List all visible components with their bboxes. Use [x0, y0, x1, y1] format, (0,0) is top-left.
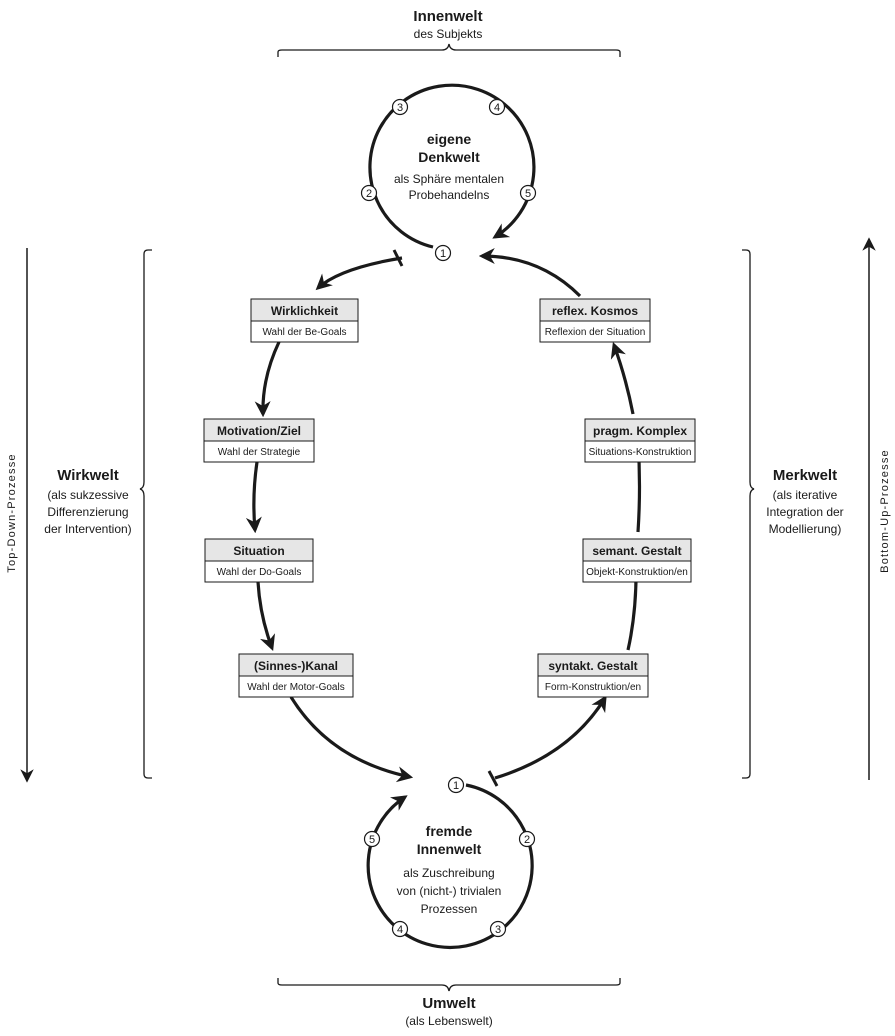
left-desc-1: (als sukzessive	[47, 488, 129, 502]
left-title: Wirkwelt	[57, 467, 119, 484]
box-sinnes-kanal-sub: Wahl der Motor-Goals	[247, 682, 344, 693]
arrow-top-to-wirklichkeit-tail	[392, 249, 404, 267]
box-reflex-kosmos-sub: Reflexion der Situation	[545, 327, 646, 338]
bottom-marker-1-label: 1	[453, 780, 459, 792]
arrow-pragm-to-reflex	[610, 341, 635, 415]
left-brace	[139, 249, 152, 779]
bottom-marker-2-label: 2	[524, 834, 530, 846]
right-desc-2: Integration der	[766, 505, 843, 519]
box-sinnes-kanal: (Sinnes-)Kanal Wahl der Motor-Goals	[238, 653, 354, 698]
box-syntakt-gestalt-sub: Form-Konstruktion/en	[545, 682, 641, 693]
box-semant-gestalt: semant. Gestalt Objekt-Konstruktion/en	[582, 538, 692, 583]
box-reflex-kosmos-title: reflex. Kosmos	[552, 304, 638, 318]
left-desc-3: der Intervention)	[44, 522, 131, 536]
box-reflex-kosmos: reflex. Kosmos Reflexion der Situation	[539, 298, 651, 343]
bottom-marker-5-label: 5	[369, 834, 375, 846]
bottom-circle-sub-2: von (nicht-) trivialen	[397, 884, 502, 898]
bottom-up-axis-label: Bottom-Up-Prozesse	[879, 449, 891, 573]
bottom-marker-5	[363, 830, 381, 848]
top-circle-sub-1: als Sphäre mentalen	[394, 172, 504, 186]
box-sinnes-kanal-title: (Sinnes-)Kanal	[254, 659, 338, 673]
bottom-brace	[277, 978, 621, 992]
bottom-marker-3-label: 3	[495, 924, 501, 936]
arrow-bottom-to-syntakt	[494, 695, 607, 780]
arrow-reflex-to-top	[478, 248, 582, 298]
box-semant-gestalt-sub: Objekt-Konstruktion/en	[586, 567, 688, 578]
box-syntakt-gestalt-title: syntakt. Gestalt	[548, 659, 637, 673]
top-circle-arc	[368, 83, 536, 249]
top-marker-1	[434, 244, 452, 262]
top-circle-title-2: Denkwelt	[418, 149, 480, 165]
bottom-circle-title-2: Innenwelt	[417, 841, 482, 857]
right-title: Merkwelt	[773, 467, 837, 484]
top-brace	[277, 43, 621, 57]
bottom-circle-arc	[366, 783, 534, 950]
top-marker-3-label: 3	[397, 102, 403, 114]
bottom-circle-title-1: fremde	[426, 823, 473, 839]
top-circle-title-1: eigene	[427, 131, 472, 147]
top-down-axis-label: Top-Down-Prozesse	[6, 453, 18, 572]
box-wirklichkeit-title: Wirklichkeit	[271, 304, 338, 318]
bottom-marker-1	[447, 776, 465, 794]
top-marker-3	[391, 98, 409, 116]
bottom-circle-sub-3: Prozessen	[421, 902, 478, 916]
bottom-marker-4	[391, 920, 409, 938]
box-motivation-title: Motivation/Ziel	[217, 424, 301, 438]
arrow-bottom-to-syntakt-tail	[487, 770, 499, 787]
top-marker-2	[360, 184, 378, 202]
bottom-subtitle: (als Lebenswelt)	[405, 1014, 492, 1028]
box-wirklichkeit: Wirklichkeit Wahl der Be-Goals	[250, 298, 359, 343]
box-semant-gestalt-title: semant. Gestalt	[592, 544, 681, 558]
top-marker-4-label: 4	[494, 102, 500, 114]
top-circle-sub-2: Probehandelns	[409, 188, 490, 202]
box-pragm-komplex-title: pragm. Komplex	[593, 424, 687, 438]
bottom-circle-sub-1: als Zuschreibung	[403, 866, 494, 880]
right-desc-1: (als iterative	[773, 488, 838, 502]
bottom-title: Umwelt	[422, 995, 475, 1012]
arrow-kanal-to-bottom	[289, 696, 414, 783]
box-pragm-komplex-sub: Situations-Konstruktion	[589, 447, 692, 458]
box-wirklichkeit-sub: Wahl der Be-Goals	[262, 327, 346, 338]
top-title: Innenwelt	[413, 8, 482, 25]
top-marker-5-label: 5	[525, 188, 531, 200]
left-desc-2: Differenzierung	[47, 505, 128, 519]
box-pragm-komplex: pragm. Komplex Situations-Konstruktion	[584, 418, 696, 463]
bottom-marker-3	[489, 920, 507, 938]
box-situation-title: Situation	[233, 544, 284, 558]
arrow-top-to-wirklichkeit	[315, 256, 403, 291]
box-situation-sub: Wahl der Do-Goals	[217, 567, 302, 578]
box-motivation: Motivation/Ziel Wahl der Strategie	[203, 418, 315, 463]
top-marker-2-label: 2	[366, 188, 372, 200]
arrow-motivation-to-situation	[245, 461, 262, 534]
arrow-situation-to-kanal	[256, 581, 275, 651]
box-syntakt-gestalt: syntakt. Gestalt Form-Konstruktion/en	[537, 653, 649, 698]
top-marker-4	[488, 98, 506, 116]
bottom-marker-2	[518, 830, 536, 848]
top-marker-5	[519, 184, 537, 202]
right-brace	[742, 249, 755, 779]
top-marker-1-label: 1	[440, 248, 446, 260]
bottom-marker-4-label: 4	[397, 924, 403, 936]
arrow-wirklichkeit-to-motivation	[254, 341, 281, 418]
right-desc-3: Modellierung)	[769, 522, 842, 536]
box-situation: Situation Wahl der Do-Goals	[204, 538, 314, 583]
top-subtitle: des Subjekts	[414, 27, 483, 41]
box-motivation-sub: Wahl der Strategie	[218, 447, 301, 458]
